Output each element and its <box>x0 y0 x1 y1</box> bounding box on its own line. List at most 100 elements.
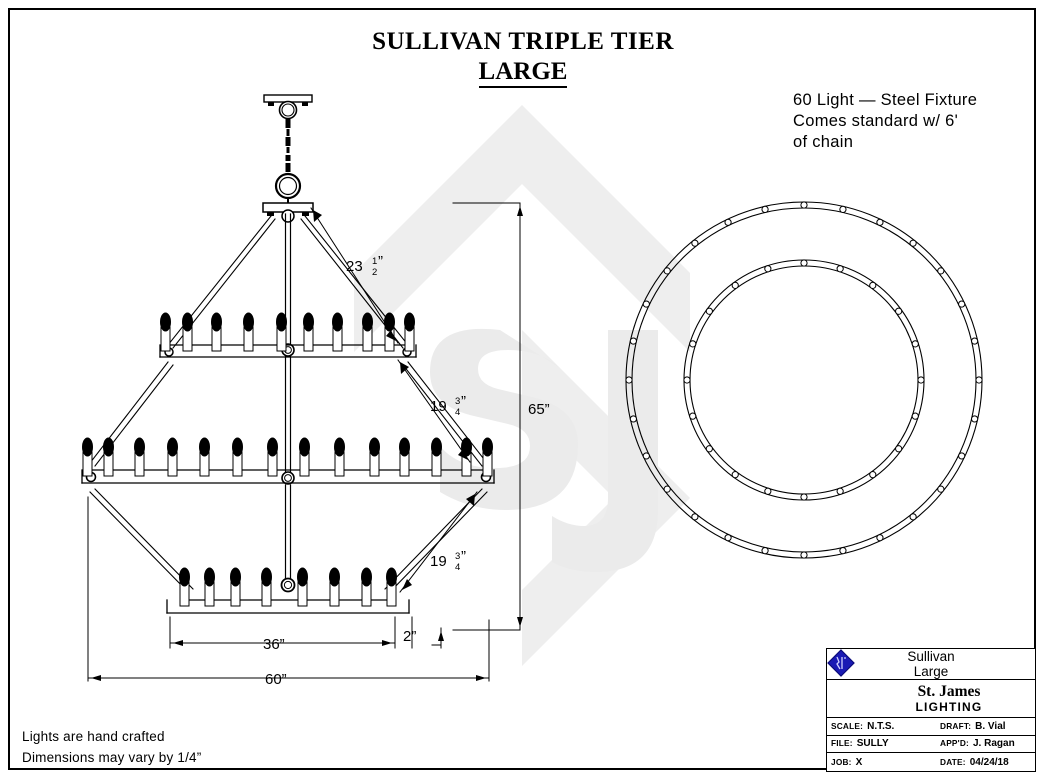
dim-upper-arm-unit: ” <box>378 253 383 270</box>
brand-name: St. James <box>917 683 981 701</box>
plan-light <box>836 487 844 495</box>
fixture-description: 60 Light — Steel Fixture Comes standard … <box>793 91 978 151</box>
title-block-row-file: FILE: SULLY APP'D: J. Ragan <box>827 736 1035 754</box>
canopy-assembly <box>263 94 313 161</box>
plan-light <box>764 265 772 273</box>
field-job-value: X <box>855 756 863 768</box>
page-title-line2-text: LARGE <box>478 58 568 88</box>
candle-group-bottom <box>179 567 397 607</box>
plan-light <box>869 471 877 479</box>
dim-mid-arm-unit: ” <box>461 393 466 410</box>
plan-light <box>911 340 919 348</box>
plan-light <box>691 513 699 521</box>
dim-upper-arm-den: 2 <box>372 267 377 278</box>
dimension-text: 23 1 2 ” 19 3 4 ” 19 3 4 ” 65” 36” 2” 60… <box>263 253 550 688</box>
field-draft: DRAFT: B. Vial <box>928 721 1035 732</box>
dim-overall-width: 60” <box>265 671 287 688</box>
top-tier <box>159 312 417 358</box>
plan-light <box>958 300 966 308</box>
plan-light <box>663 267 671 275</box>
plan-light <box>800 551 808 559</box>
center-stem <box>284 213 292 581</box>
plan-light <box>800 259 808 267</box>
field-job-key: JOB: <box>831 756 852 767</box>
dim-lower-arm: 19 <box>430 553 447 570</box>
plan-light <box>836 265 844 273</box>
plan-light <box>689 412 697 420</box>
dim-lower-arm-den: 4 <box>455 562 460 573</box>
field-scale-value: N.T.S. <box>867 720 895 732</box>
plan-light <box>937 267 945 275</box>
plan-light <box>800 493 808 501</box>
plan-light <box>911 412 919 420</box>
plan-light <box>683 376 691 384</box>
plan-light <box>839 205 847 213</box>
field-file: FILE: SULLY <box>827 738 928 749</box>
plan-light <box>642 452 650 460</box>
plan-light <box>958 452 966 460</box>
field-date-value: 04/24/18 <box>969 756 1009 768</box>
dim-bottom-width: 36” <box>263 636 285 653</box>
plan-light <box>909 239 917 247</box>
plan-light <box>731 281 739 289</box>
field-job: JOB: X <box>827 757 928 768</box>
plan-light <box>761 547 769 555</box>
support-arms-tier2 <box>89 361 488 467</box>
title-block-row-scale: SCALE: N.T.S. DRAFT: B. Vial <box>827 718 1035 736</box>
plan-light <box>625 376 633 384</box>
top-spreader-plate <box>262 202 314 223</box>
plan-light <box>895 445 903 453</box>
plan-light <box>800 201 808 209</box>
plan-light <box>917 376 925 384</box>
plan-light <box>937 485 945 493</box>
field-approved-value: J. Ragan <box>973 738 1015 750</box>
title-block-name-line1: Sullivan <box>907 649 955 665</box>
plan-light <box>731 471 739 479</box>
field-date-key: DATE: <box>940 756 966 767</box>
middle-tier <box>81 437 495 484</box>
field-scale-key: SCALE: <box>831 720 864 731</box>
plan-light <box>876 218 884 226</box>
dim-mid-arm-num: 3 <box>455 396 460 407</box>
plan-light <box>975 376 983 384</box>
brand-subtitle: LIGHTING <box>915 700 983 715</box>
title-block: Sullivan Large St. James LIGHTING SCALE:… <box>826 648 1036 772</box>
hanger-ring <box>274 163 302 206</box>
plan-light <box>909 513 917 521</box>
plan-light <box>839 547 847 555</box>
plan-view <box>625 201 983 559</box>
plan-light <box>895 307 903 315</box>
bottom-tier <box>166 567 410 614</box>
drawing-notes: Lights are hand crafted Dimensions may v… <box>22 729 202 765</box>
field-date: DATE: 04/24/18 <box>928 757 1035 768</box>
plan-light <box>691 239 699 247</box>
dim-height: 65” <box>528 401 550 418</box>
dim-mid-arm-den: 4 <box>455 407 460 418</box>
plan-light <box>971 415 979 423</box>
dim-upper-arm: 23 <box>346 258 363 275</box>
plan-light <box>663 485 671 493</box>
plan-light <box>761 205 769 213</box>
plan-light <box>724 534 732 542</box>
plan-light <box>629 337 637 345</box>
candle-group-middle <box>82 437 493 477</box>
inner-ring-lights <box>683 259 925 501</box>
field-scale: SCALE: N.T.S. <box>827 721 928 732</box>
title-block-row-job: JOB: X DATE: 04/24/18 <box>827 753 1035 771</box>
title-block-name-line2: Large <box>913 664 949 680</box>
outer-ring-lights <box>625 201 983 559</box>
plan-light <box>705 445 713 453</box>
field-approved-key: APP'D: <box>940 738 969 749</box>
field-approved: APP'D: J. Ragan <box>928 738 1035 749</box>
plan-light <box>971 337 979 345</box>
field-draft-key: DRAFT: <box>940 720 972 731</box>
plan-light <box>629 415 637 423</box>
page-title-line2: LARGE <box>0 58 1046 88</box>
title-block-brand: St. James LIGHTING <box>827 649 1035 718</box>
dim-offset: 2” <box>403 628 416 645</box>
dim-mid-arm: 19 <box>430 398 447 415</box>
plan-light <box>724 218 732 226</box>
plan-light <box>689 340 697 348</box>
